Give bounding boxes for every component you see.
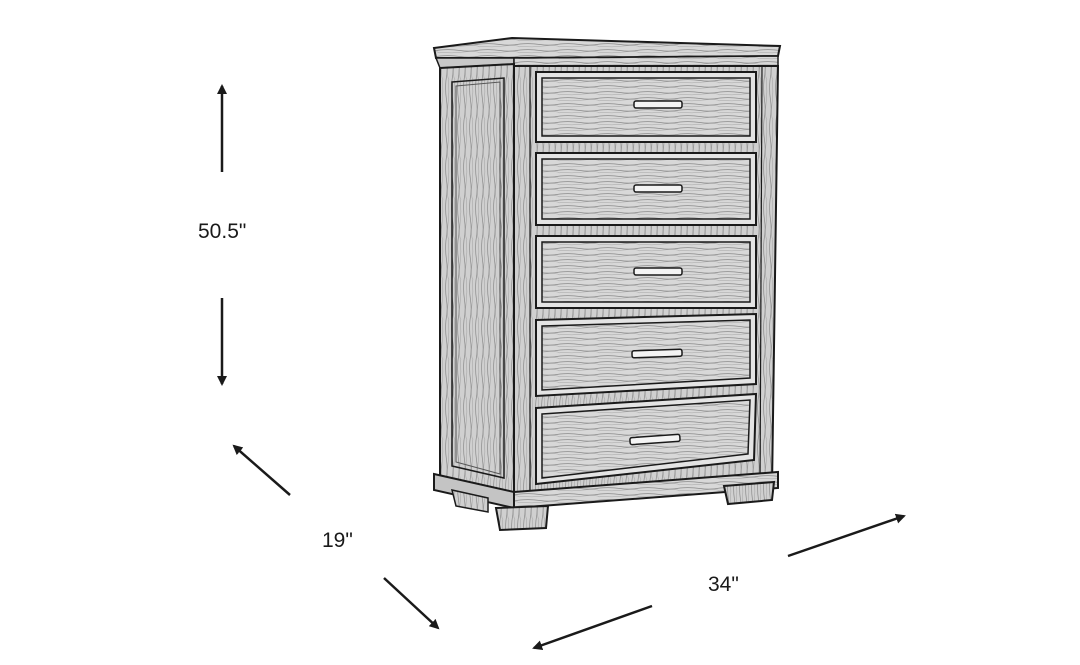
chest-base	[433, 470, 779, 532]
depth-arrow-front	[383, 577, 440, 630]
width-arrow-left	[532, 604, 653, 651]
drawer-pull	[631, 348, 683, 359]
drawer-pull	[629, 433, 681, 446]
drawer-1	[535, 71, 757, 143]
drawer-5	[535, 392, 758, 486]
chest-top	[432, 36, 782, 69]
height-dimension-label: 50.5"	[198, 220, 247, 243]
drawer-pull	[633, 184, 683, 193]
width-arrow-right	[787, 513, 906, 558]
chest-foot	[722, 480, 776, 506]
width-dimension-label: 34"	[708, 573, 739, 596]
drawer-4	[535, 312, 757, 398]
depth-arrow-back	[232, 444, 291, 496]
drawer-2	[535, 152, 757, 226]
depth-dimension-label: 19"	[322, 529, 353, 552]
chest-foot	[494, 504, 550, 532]
chest-foot	[450, 489, 489, 513]
drawer-pull	[633, 100, 683, 109]
chest-side-panel	[439, 62, 515, 502]
drawer-pull	[633, 267, 683, 276]
drawer-3	[535, 235, 757, 309]
